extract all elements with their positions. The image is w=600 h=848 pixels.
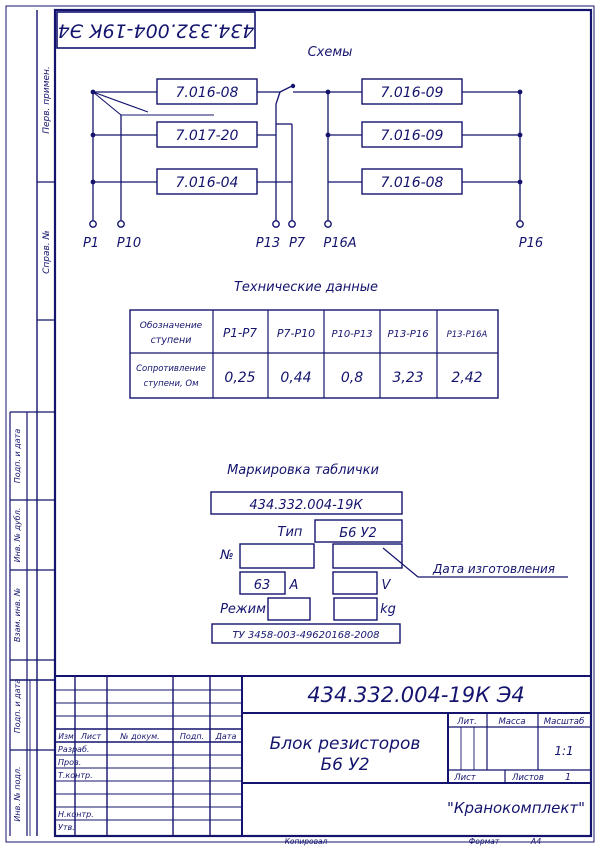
tb-col-ndok: № докум.	[119, 732, 159, 741]
tb-role-tkontr: Т.контр.	[58, 771, 93, 780]
schemes-title: Схемы	[308, 45, 353, 60]
plate-date-label: Дата изготовления	[432, 562, 555, 576]
terminal-p7: Р7	[289, 236, 306, 251]
side-label-inv-dubl: Инв. № дубл.	[13, 508, 22, 563]
plate-marking: 434.332.004-19К Тип Б6 У2 № Дата изготов…	[210, 491, 568, 644]
tb-scale-label: Масштаб	[544, 717, 584, 727]
tech-value: 0,8	[341, 370, 363, 386]
plate-mass-unit: kg	[380, 602, 396, 617]
tech-value: 0,25	[224, 370, 255, 386]
tb-role-utv: Утв.	[58, 823, 75, 832]
plate-code: 434.332.004-19К	[249, 498, 363, 513]
side-label-podp-data-2: Подп. и дата	[13, 679, 22, 734]
tb-sheets-label: Листов	[511, 773, 544, 783]
tb-name-line2: Б6 У2	[320, 755, 369, 775]
outer-frame	[5, 5, 595, 843]
plate-mode-label: Режим	[220, 602, 266, 617]
terminal-p13: Р13	[256, 236, 280, 251]
terminal-p1: Р1	[83, 236, 99, 251]
plate-mass-box	[333, 597, 378, 621]
side-label-perv-primen: Перв. примен.	[42, 66, 52, 134]
side-label-inv-podl: Инв. № подл.	[13, 766, 22, 821]
tb-mass-label: Масса	[498, 717, 525, 727]
tech-title: Технические данные	[234, 280, 378, 295]
tb-sheets-value: 1	[565, 772, 571, 783]
side-label-vzam-inv: Взам. инв. №	[13, 588, 22, 642]
plate-voltage-unit: V	[382, 578, 392, 593]
tech-value: 3,23	[392, 370, 423, 386]
plate-type-value: Б6 У2	[339, 526, 377, 541]
tb-col-podp: Подп.	[180, 732, 204, 741]
tb-col-list: Лист	[80, 732, 102, 741]
resistor-6-label: 7.016-08	[381, 175, 444, 191]
tb-scale-value: 1:1	[554, 744, 573, 758]
tech-stage: Р10-Р13	[331, 329, 372, 340]
plate-type-label: Тип	[278, 525, 303, 540]
inner-frame	[53, 8, 593, 838]
plate-date-box	[332, 543, 403, 569]
format-label: Формат	[469, 837, 500, 846]
resistor-2-label: 7.017-20	[176, 128, 239, 144]
side-label-sprav: Справ. №	[42, 230, 52, 274]
resistor-1-label: 7.016-08	[176, 85, 239, 101]
tech-row1-label-line1: Обозначение	[140, 321, 203, 331]
terminal-p16: Р16	[519, 236, 543, 251]
tech-stage: Р13-Р16А	[447, 330, 488, 340]
plate-mode-box	[267, 597, 311, 621]
tb-name-line1: Блок резисторов	[270, 734, 421, 754]
tb-company: "Кранокомплект"	[447, 799, 585, 817]
plate-title: Маркировка таблички	[227, 463, 379, 478]
tech-stage: Р13-Р16	[387, 329, 428, 340]
plate-number-box	[239, 543, 315, 569]
right-schematic: 7.016-09 7.016-09 7.016-08 Р16А Р16	[293, 78, 543, 251]
tech-table: Обозначение ступени Сопротивление ступен…	[129, 309, 499, 399]
title-block: Изм Лист № докум. Подп. Дата Разраб. Про…	[55, 675, 591, 836]
resistor-4-label: 7.016-09	[381, 85, 444, 101]
top-doc-code: 434.332.004-19К Э4	[58, 20, 255, 42]
tb-doc-code: 434.332.004-19К Э4	[307, 683, 525, 707]
plate-voltage-box	[332, 571, 378, 595]
tech-row2-label-line1: Сопротивление	[136, 364, 206, 374]
terminal-p10: Р10	[117, 236, 141, 251]
tech-row1-label-line2: ступени	[151, 335, 192, 346]
tb-role-prov: Пров.	[58, 758, 81, 767]
left-schematic: 7.016-08 7.017-20 7.016-04	[83, 78, 306, 251]
tb-col-data: Дата	[215, 732, 237, 741]
top-code-box: 434.332.004-19К Э4	[56, 11, 256, 49]
tech-row2-label-line2: ступени, Ом	[143, 379, 199, 389]
format-value: А4	[530, 837, 542, 846]
left-side-strip: Перв. примен. Справ. № Подп. и дата Инв.…	[9, 10, 55, 836]
tech-stage: Р1-Р7	[223, 326, 257, 340]
plate-current-value: 63	[254, 578, 271, 593]
plate-number-label: №	[219, 548, 234, 563]
plate-current-unit: А	[289, 578, 299, 593]
tb-sheet-label: Лист	[453, 773, 477, 783]
tech-stage: Р7-Р10	[277, 327, 315, 340]
tb-role-nkontr: Н.контр.	[58, 810, 94, 819]
copied-label: Копировал	[285, 837, 328, 846]
terminal-p16a: Р16А	[323, 236, 356, 251]
resistor-5-label: 7.016-09	[381, 128, 444, 144]
tb-role-razrab: Разраб.	[58, 745, 89, 754]
tb-col-izm: Изм	[58, 732, 74, 741]
plate-spec: ТУ 3458-003-49620168-2008	[232, 630, 379, 641]
side-label-podp-data-1: Подп. и дата	[13, 429, 22, 484]
tech-value: 2,42	[451, 370, 482, 386]
resistor-3-label: 7.016-04	[176, 175, 239, 191]
tb-lit-label: Лит.	[456, 717, 477, 727]
tech-value: 0,44	[280, 370, 311, 386]
